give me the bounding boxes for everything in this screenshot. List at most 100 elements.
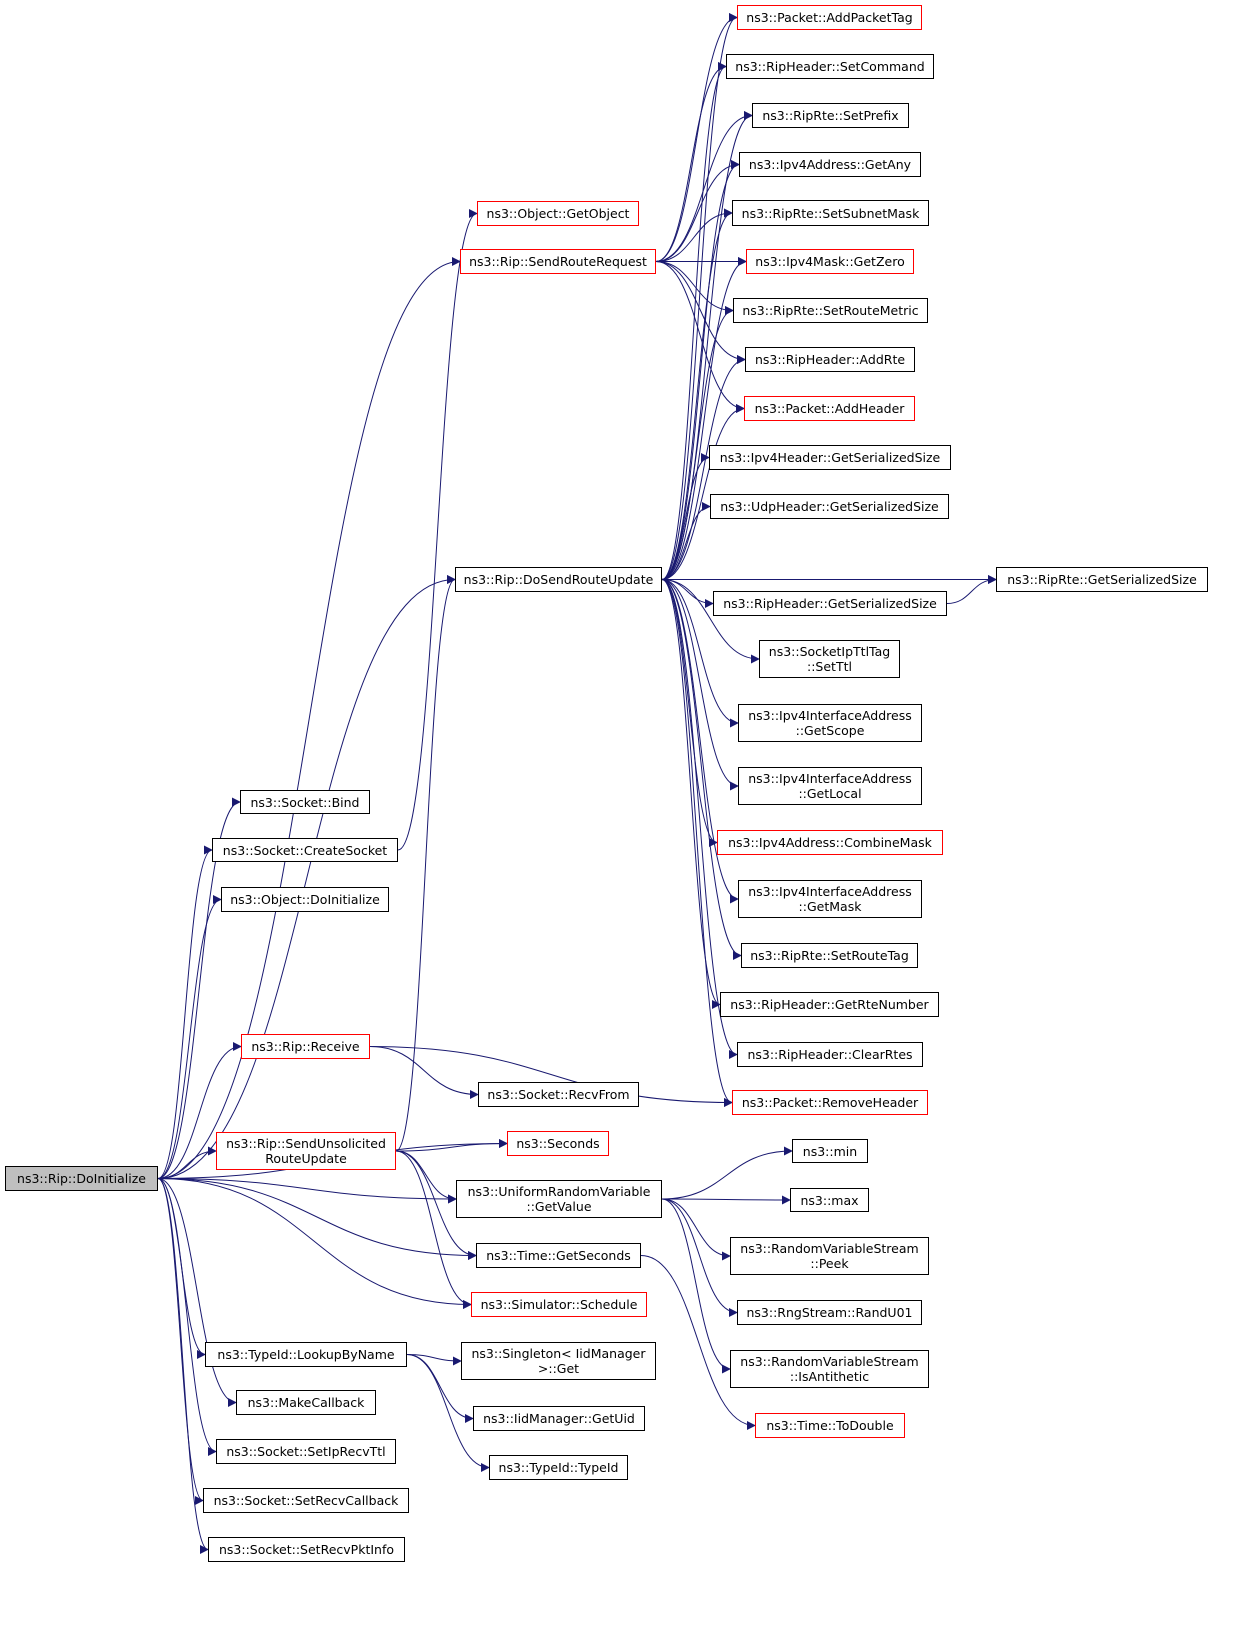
call-edge-uniformGetValue-to-min <box>661 1146 793 1200</box>
call-edge-doSendRouteUpdate-to-setRouteTag <box>661 579 742 960</box>
call-edge-doSendRouteUpdate-to-getZero <box>661 257 747 580</box>
call-edge-ripHdrSize-to-ripRteSize <box>946 575 997 604</box>
node-udp-hdr-size[interactable]: ns3::UdpHeader::GetSerializedSize <box>710 494 949 519</box>
call-edge-doSendRouteUpdate-to-setSubnetMask <box>661 208 733 580</box>
node-set-prefix[interactable]: ns3::RipRte::SetPrefix <box>752 103 909 128</box>
node-do-init: ns3::Rip::DoInitialize <box>5 1166 158 1191</box>
call-edge-sendRouteRequest-to-ipv4GetAny <box>655 160 740 262</box>
node-time-get-seconds[interactable]: ns3::Time::GetSeconds <box>476 1243 641 1268</box>
call-edge-doInit-to-setRecvCallback <box>157 1178 204 1505</box>
node-is-antithetic[interactable]: ns3::RandomVariableStream ::IsAntithetic <box>730 1350 929 1388</box>
node-add-rte[interactable]: ns3::RipHeader::AddRte <box>745 347 915 372</box>
call-edge-uniformGetValue-to-rvsPeek <box>661 1198 731 1261</box>
node-get-zero[interactable]: ns3::Ipv4Mask::GetZero <box>746 249 914 274</box>
node-uniform-get-value[interactable]: ns3::UniformRandomVariable ::GetValue <box>456 1180 662 1218</box>
call-edge-doSendRouteUpdate-to-udpHdrSize <box>661 502 711 580</box>
call-edge-doInit-to-objDoInit <box>157 895 222 1179</box>
call-edge-doInit-to-setRecvPktInfo <box>157 1178 209 1554</box>
node-set-command[interactable]: ns3::RipHeader::SetCommand <box>726 54 934 79</box>
call-edge-timeGetSeconds-to-toDouble <box>640 1255 756 1430</box>
node-lookup-by-name[interactable]: ns3::TypeId::LookupByName <box>205 1342 407 1367</box>
node-rvs-peek[interactable]: ns3::RandomVariableStream ::Peek <box>730 1237 929 1275</box>
call-edge-sendRouteRequest-to-addRte <box>655 261 746 364</box>
node-rip-hdr-size[interactable]: ns3::RipHeader::GetSerializedSize <box>713 591 947 616</box>
call-edge-doSendRouteUpdate-to-setTtl <box>661 579 760 664</box>
call-edge-sendUnsolicited-to-timeGetSeconds <box>395 1150 477 1260</box>
node-max[interactable]: ns3::max <box>790 1188 869 1212</box>
node-rip-rte-size[interactable]: ns3::RipRte::GetSerializedSize <box>996 567 1208 592</box>
call-edge-doSendRouteUpdate-to-addHeader <box>661 404 745 580</box>
call-edge-doSendRouteUpdate-to-clearRtes <box>661 579 738 1059</box>
call-edge-doInit-to-sendRouteRequest <box>157 257 461 1179</box>
node-set-ttl[interactable]: ns3::SocketIpTtlTag ::SetTtl <box>759 640 900 678</box>
node-get-mask[interactable]: ns3::Ipv4InterfaceAddress ::GetMask <box>738 880 922 918</box>
call-edge-sendRouteRequest-to-setCommand <box>655 62 727 262</box>
node-set-recv-callback[interactable]: ns3::Socket::SetRecvCallback <box>203 1488 409 1513</box>
call-edge-createSocket-to-getObject <box>397 209 478 851</box>
call-edge-doSendRouteUpdate-to-getScope <box>661 579 739 728</box>
call-edge-receive-to-removeHeader <box>369 1046 733 1107</box>
call-edge-doInit-to-uniformGetValue <box>157 1178 457 1204</box>
node-set-recv-pkt-info[interactable]: ns3::Socket::SetRecvPktInfo <box>208 1537 405 1562</box>
node-ipv4-hdr-size[interactable]: ns3::Ipv4Header::GetSerializedSize <box>709 445 951 470</box>
node-schedule[interactable]: ns3::Simulator::Schedule <box>471 1292 647 1317</box>
call-edge-doInit-to-setIpRecvTtl <box>157 1178 217 1456</box>
node-send-route-request[interactable]: ns3::Rip::SendRouteRequest <box>460 249 656 274</box>
call-edge-doSendRouteUpdate-to-removeHeader <box>661 579 733 1107</box>
call-edge-uniformGetValue-to-isAntithetic <box>661 1198 731 1374</box>
node-get-local[interactable]: ns3::Ipv4InterfaceAddress ::GetLocal <box>738 767 922 805</box>
call-edge-sendUnsolicited-to-uniformGetValue <box>395 1150 457 1204</box>
node-rand-u01[interactable]: ns3::RngStream::RandU01 <box>737 1300 922 1325</box>
node-obj-do-init[interactable]: ns3::Object::DoInitialize <box>221 887 389 912</box>
node-to-double[interactable]: ns3::Time::ToDouble <box>755 1413 905 1438</box>
call-edge-doSendRouteUpdate-to-getLocal <box>661 579 739 791</box>
call-edge-sendRouteRequest-to-setRouteMetric <box>655 261 734 315</box>
node-set-subnet-mask[interactable]: ns3::RipRte::SetSubnetMask <box>732 200 929 226</box>
node-seconds[interactable]: ns3::Seconds <box>507 1131 609 1156</box>
call-edge-doInit-to-timeGetSeconds <box>157 1178 477 1260</box>
call-edge-sendUnsolicited-to-doSendRouteUpdate <box>395 575 456 1152</box>
node-add-packet-tag[interactable]: ns3::Packet::AddPacketTag <box>737 5 922 30</box>
call-edge-doSendRouteUpdate-to-getRteNumber <box>661 579 721 1009</box>
call-edge-doInit-to-createSocket <box>157 845 213 1179</box>
call-edge-sendUnsolicited-to-seconds <box>395 1139 508 1152</box>
call-edge-doInit-to-sendUnsolicited <box>157 1146 217 1179</box>
node-do-send-route-update[interactable]: ns3::Rip::DoSendRouteUpdate <box>455 567 662 592</box>
node-get-rte-number[interactable]: ns3::RipHeader::GetRteNumber <box>720 992 939 1017</box>
call-edge-uniformGetValue-to-randU01 <box>661 1198 738 1317</box>
node-make-callback[interactable]: ns3::MakeCallback <box>236 1390 376 1415</box>
node-remove-header[interactable]: ns3::Packet::RemoveHeader <box>732 1090 928 1115</box>
call-edge-doSendRouteUpdate-to-ipv4GetAny <box>661 160 740 580</box>
node-ipv4-get-any[interactable]: ns3::Ipv4Address::GetAny <box>739 152 921 177</box>
node-singleton-get[interactable]: ns3::Singleton< IidManager >::Get <box>461 1342 656 1380</box>
call-edge-sendRouteRequest-to-addPacketTag <box>655 13 738 262</box>
node-create-socket[interactable]: ns3::Socket::CreateSocket <box>212 838 398 862</box>
call-edge-sendUnsolicited-to-schedule <box>395 1150 472 1309</box>
call-edge-doInit-to-schedule <box>157 1178 472 1309</box>
node-add-header[interactable]: ns3::Packet::AddHeader <box>744 396 915 421</box>
call-edge-doInit-to-receive <box>157 1042 242 1179</box>
node-receive[interactable]: ns3::Rip::Receive <box>241 1034 370 1059</box>
node-send-unsolicited[interactable]: ns3::Rip::SendUnsolicited RouteUpdate <box>216 1132 396 1170</box>
call-edge-doInit-to-makeCallback <box>157 1178 237 1407</box>
call-edge-uniformGetValue-to-max <box>661 1195 791 1205</box>
call-edge-doSendRouteUpdate-to-setCommand <box>661 62 727 580</box>
call-edge-sendRouteRequest-to-addHeader <box>655 261 745 413</box>
node-set-ip-recv-ttl[interactable]: ns3::Socket::SetIpRecvTtl <box>216 1439 396 1464</box>
call-edge-receive-to-recvFrom <box>369 1046 479 1099</box>
call-edge-lookupByName-to-singletonGet <box>406 1354 462 1366</box>
node-min[interactable]: ns3::min <box>792 1139 868 1163</box>
node-get-uid[interactable]: ns3::IidManager::GetUid <box>473 1406 645 1431</box>
node-get-scope[interactable]: ns3::Ipv4InterfaceAddress ::GetScope <box>738 704 922 742</box>
node-combine-mask[interactable]: ns3::Ipv4Address::CombineMask <box>717 830 943 855</box>
node-set-route-metric[interactable]: ns3::RipRte::SetRouteMetric <box>733 298 928 323</box>
node-type-id-ctor[interactable]: ns3::TypeId::TypeId <box>489 1455 628 1480</box>
node-clear-rtes[interactable]: ns3::RipHeader::ClearRtes <box>737 1042 923 1067</box>
node-recv-from[interactable]: ns3::Socket::RecvFrom <box>478 1082 639 1107</box>
node-get-object[interactable]: ns3::Object::GetObject <box>477 201 639 226</box>
call-edge-doSendRouteUpdate-to-combineMask <box>661 579 718 847</box>
node-set-route-tag[interactable]: ns3::RipRte::SetRouteTag <box>741 943 918 968</box>
node-socket-bind[interactable]: ns3::Socket::Bind <box>240 790 370 814</box>
